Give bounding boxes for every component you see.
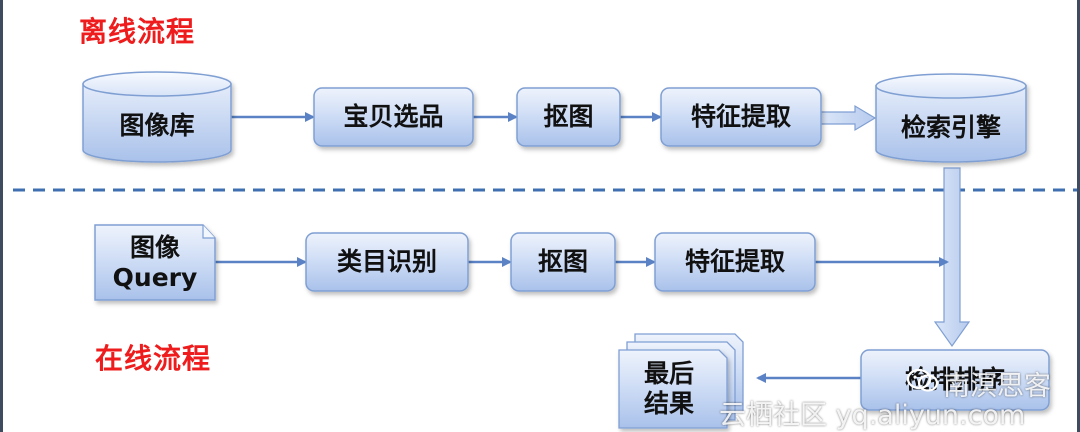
feature-extract-box-online xyxy=(654,232,816,292)
category-recog-box xyxy=(305,232,469,292)
offline-flow-title: 离线流程 xyxy=(79,15,196,48)
search-engine-cylinder xyxy=(875,73,1027,163)
wechat-icon xyxy=(907,368,939,392)
watermark-site: 云栖社区 yq.aliyun.com xyxy=(719,400,1026,431)
flow-diagram xyxy=(13,71,1077,429)
feature-extract-box-offline xyxy=(660,87,822,147)
product-select-box xyxy=(313,87,474,147)
image-db-cylinder xyxy=(82,71,232,163)
online-flow-title: 在线流程 xyxy=(95,342,212,375)
cutout-box-online xyxy=(510,232,616,292)
query-document-fold xyxy=(202,225,215,239)
watermark-account: 南溟思客 xyxy=(943,371,1051,402)
final-result-stack xyxy=(618,333,744,429)
rerank-box xyxy=(860,349,1050,411)
query-document-shape xyxy=(94,224,216,301)
cutout-box-offline xyxy=(516,87,621,147)
block-arrow-feature-to-engine xyxy=(820,104,877,132)
block-arrow-engine-to-rerank xyxy=(933,167,971,348)
